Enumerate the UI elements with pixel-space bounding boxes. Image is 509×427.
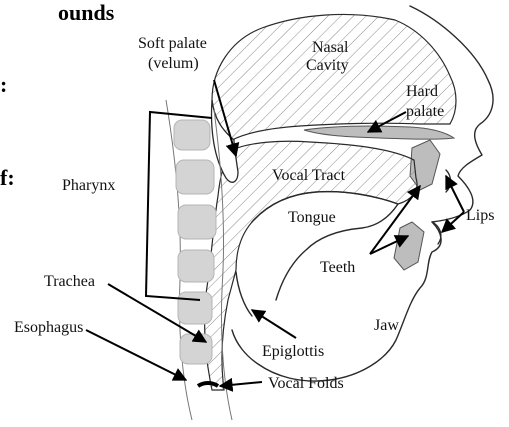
arrow-vocal-folds <box>220 382 262 386</box>
label-epiglottis: Epiglottis <box>262 343 324 360</box>
vocal-folds-shape <box>198 383 218 386</box>
hard-palate-shape <box>304 126 454 139</box>
label-teeth: Teeth <box>320 259 355 276</box>
label-nasal-line2: Cavity <box>306 57 349 74</box>
label-lips: Lips <box>466 207 494 224</box>
label-jaw: Jaw <box>374 317 399 334</box>
label-tongue: Tongue <box>288 209 336 226</box>
nasal-cavity-region <box>212 14 456 140</box>
vertebra-6 <box>180 334 212 364</box>
margin-text-top: ounds <box>58 0 115 25</box>
label-soft-palate-line2: (velum) <box>148 55 199 72</box>
epiglottis-shape <box>236 272 252 316</box>
arrow-esophagus <box>86 330 186 380</box>
lower-teeth-shape <box>394 222 424 270</box>
vertebra-2 <box>176 160 214 194</box>
label-hard-palate-line2: palate <box>406 103 444 120</box>
label-soft-palate-line1: Soft palate <box>138 35 207 52</box>
label-vocal-tract: Vocal Tract <box>272 167 346 184</box>
margin-text-mid-1: : <box>0 72 7 97</box>
label-nasal-line1: Nasal <box>312 39 349 56</box>
label-esophagus: Esophagus <box>14 319 83 336</box>
label-vocal-folds: Vocal Folds <box>268 375 344 392</box>
margin-text-mid-2: f: <box>0 165 15 190</box>
arrow-epiglottis <box>252 310 296 338</box>
vertebra-1 <box>174 120 210 150</box>
arrow-lips-upper <box>446 176 464 212</box>
label-trachea: Trachea <box>44 273 95 290</box>
arrow-lips-lower <box>442 212 464 232</box>
label-pharynx: Pharynx <box>62 177 115 194</box>
vertebra-4 <box>178 250 214 282</box>
vertebra-5 <box>178 292 212 324</box>
label-hard-palate-line1: Hard <box>406 83 438 100</box>
vertebra-3 <box>178 205 216 239</box>
